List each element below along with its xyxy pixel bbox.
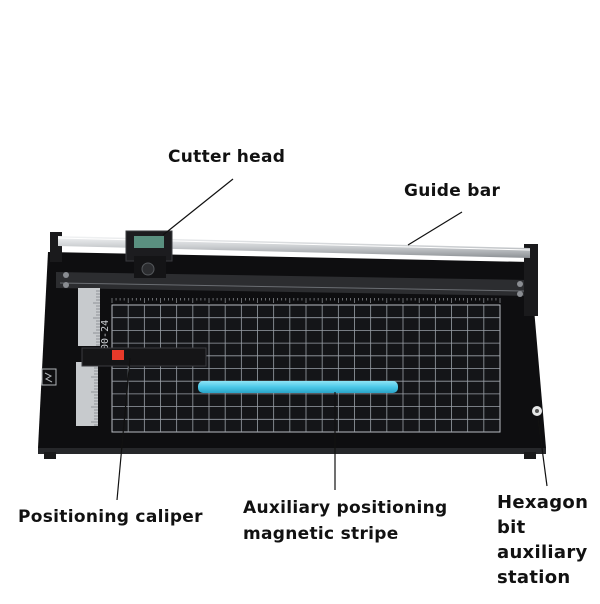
positioning-caliper[interactable]: [81, 347, 207, 367]
screw-left-1: [63, 272, 69, 278]
rail-base-strip-edge: [59, 282, 525, 292]
leader-guide-bar: [407, 211, 463, 246]
leader-cutter-head: [162, 178, 234, 236]
label-hexagon-line-4: station: [497, 567, 571, 588]
label-hexagon-line-1: Hexagon: [497, 492, 589, 513]
label-hexagon-bit-station: Hexagon bit auxiliary station: [497, 490, 588, 590]
magnetic-stripe[interactable]: [198, 381, 398, 393]
leader-lines: [116, 178, 548, 501]
left-scale-strip-lower: [76, 362, 98, 426]
cutting-grid: [111, 298, 501, 433]
caliper-marker: [112, 350, 124, 360]
hexagon-bit-hole-icon: [535, 409, 539, 413]
foot-left: [44, 452, 56, 459]
model-marking: 800-24: [100, 320, 111, 356]
screw-left-2: [63, 282, 69, 288]
label-magnetic-stripe-line-1: Auxiliary positioning: [243, 498, 448, 518]
leader-caliper: [116, 357, 131, 501]
guide-support-right: [524, 244, 538, 316]
label-magnetic-stripe-line-2: magnetic stripe: [243, 524, 399, 544]
screw-right-2: [517, 291, 523, 297]
label-hexagon-line-3: auxiliary: [497, 542, 588, 563]
left-scale-ticks: [91, 290, 100, 426]
left-scale-strip-upper: [78, 288, 100, 346]
cutter-head-display: [134, 236, 164, 248]
label-magnetic-stripe: Auxiliary positioning magnetic stripe: [243, 495, 448, 547]
cutter-knob-icon: [141, 262, 155, 276]
base-board-edge: [38, 448, 546, 454]
brand-logo: [41, 368, 57, 386]
label-guide-bar: Guide bar: [404, 181, 501, 201]
foot-right: [524, 452, 536, 459]
leader-hexagon: [537, 417, 548, 487]
label-cutter-head: Cutter head: [168, 147, 286, 167]
label-hexagon-line-2: bit: [497, 517, 526, 538]
screw-right-1: [517, 281, 523, 287]
rail-base-strip: [56, 272, 528, 296]
label-positioning-caliper: Positioning caliper: [18, 507, 203, 527]
